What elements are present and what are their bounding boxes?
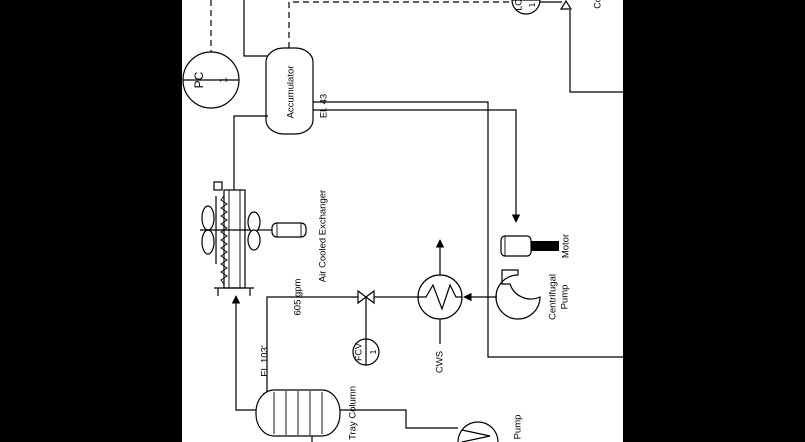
shell-tube-exchanger: CWS <box>417 239 463 373</box>
lc-instrument: LC 1 <box>511 0 541 15</box>
column-to-pump-line <box>340 409 458 429</box>
lc-tag-label: LC <box>513 0 523 11</box>
centrifugal-pump: Centrifugal Pump <box>495 269 571 320</box>
hx-coil-icon <box>418 283 462 311</box>
control-valve <box>357 289 375 340</box>
valve-right-icon <box>365 289 375 305</box>
accumulator-shell <box>265 47 314 135</box>
motor-shaft-icon <box>531 241 559 251</box>
fcv-instrument: FCV 1 <box>352 338 380 366</box>
fcv-tag-label: FCV <box>353 343 363 361</box>
el-43-label: El. 43 <box>319 94 330 118</box>
accumulator-label: Accumulator <box>286 66 297 119</box>
motor: Motor <box>500 234 572 258</box>
bottom-pump: Pump <box>457 415 524 442</box>
pump-impeller-icon <box>461 429 491 442</box>
reflux-to-column-line <box>266 296 358 400</box>
reflux-line-to-motor <box>313 109 521 223</box>
fan-blade-bottom-icon <box>201 229 215 255</box>
fan-blade-top-icon <box>201 205 215 231</box>
pc-number-label: 1 <box>219 77 230 83</box>
accumulator-outlet-line <box>313 101 623 358</box>
tray-column: Tray Column <box>255 386 359 442</box>
air-cooled-exchanger <box>200 181 261 296</box>
el-103-label: El. 103' <box>260 345 271 377</box>
tray-column-label: Tray Column <box>348 386 359 440</box>
centrifugal-label-line2: Pump <box>560 285 571 310</box>
pid-diagram: PC 1 Accumulator El. 43 LC 1 Co <box>182 0 623 442</box>
co-partial-label: Co <box>592 0 602 9</box>
fcv-number-label: 1 <box>369 349 378 354</box>
top-valve-icon <box>559 0 573 10</box>
pump-label: Pump <box>513 415 524 440</box>
diagram-canvas: PC 1 Accumulator El. 43 LC 1 Co <box>182 0 623 442</box>
lc-bubble <box>511 0 541 15</box>
top-valve-outlet-line <box>569 10 623 93</box>
air-cooled-exchanger-label: Air Cooled Exchanger <box>318 190 329 282</box>
exchanger-body <box>223 189 246 289</box>
level-signal-line <box>288 1 512 48</box>
centrifugal-label-line1: Centrifugal <box>548 274 559 320</box>
valve-left-icon <box>357 289 367 305</box>
pc-instrument: PC 1 <box>182 0 240 109</box>
motor-label: Motor <box>561 234 572 258</box>
accumulator-vessel: Accumulator <box>265 47 314 135</box>
cws-label: CWS <box>435 351 446 373</box>
exchanger-drive-motor <box>271 222 307 238</box>
lc-number-label: 1 <box>528 2 537 7</box>
column-overhead-line <box>231 295 258 411</box>
exchanger-coil <box>220 195 228 285</box>
exchanger-to-accumulator-line <box>233 115 268 190</box>
fan-blade-right-bottom-icon <box>247 229 261 251</box>
pump-volute-icon <box>495 269 541 320</box>
motor-body <box>500 235 532 257</box>
exchanger-top-box <box>213 181 223 191</box>
vapor-line-top <box>243 0 268 57</box>
fan-blade-right-top-icon <box>247 211 261 233</box>
flow-rate-label: 605 gpm <box>293 278 304 315</box>
pc-tag-label: PC <box>192 71 206 88</box>
